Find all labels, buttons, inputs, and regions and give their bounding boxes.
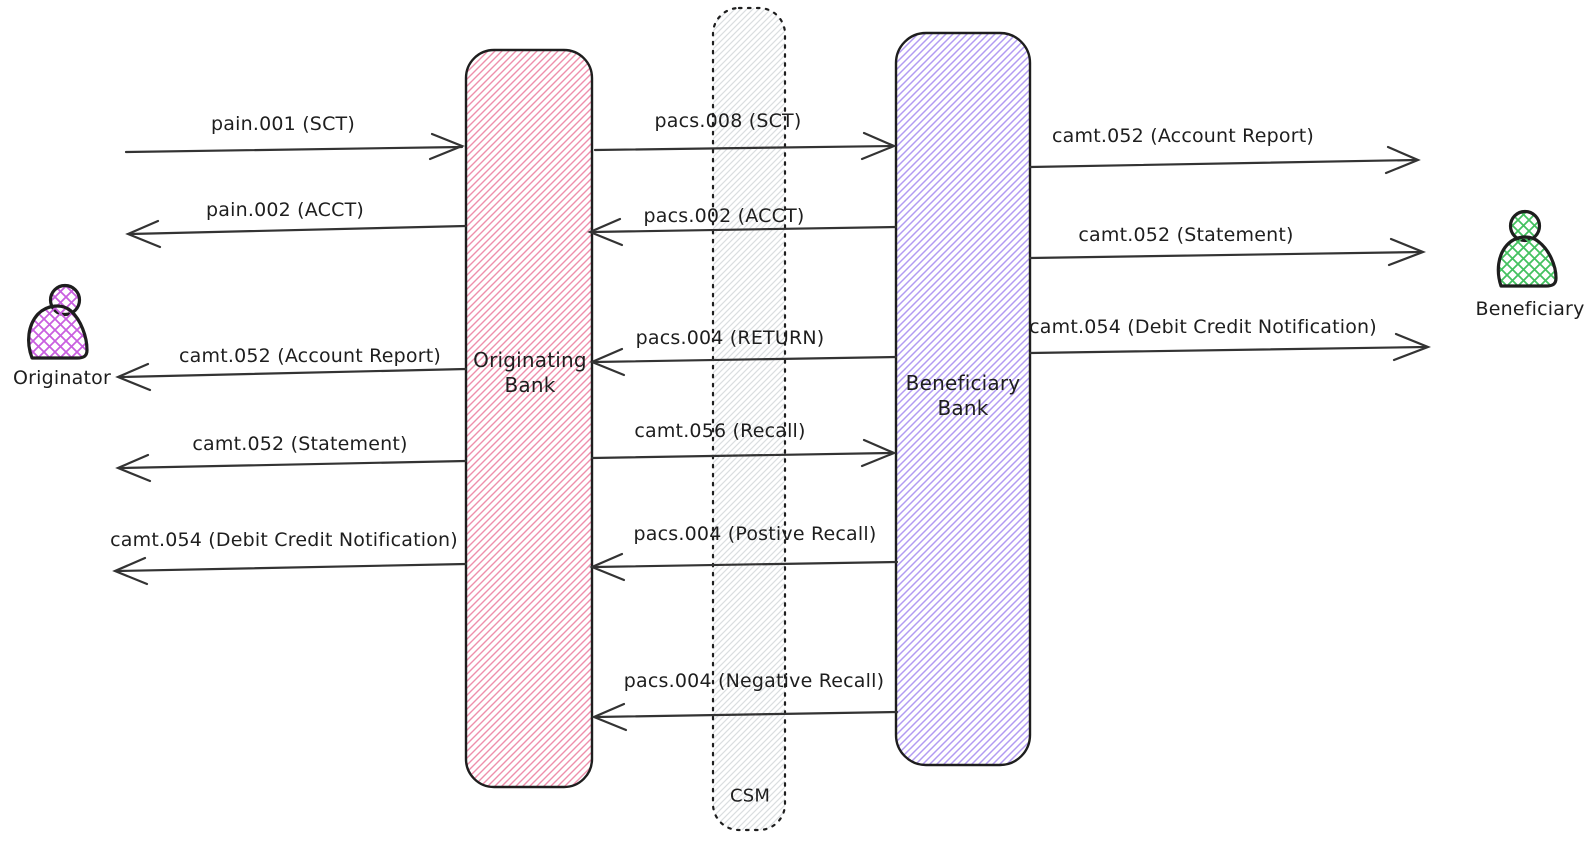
message-label-pacs-004-postive-recall: pacs.004 (Postive Recall) [633, 523, 877, 545]
arrow-pacs-008-sct [593, 131, 897, 161]
message-label-camt-052-statement-left: camt.052 (Statement) [192, 433, 408, 455]
arrow-pain-001-sct [124, 132, 465, 161]
arrow-camt-052-account-report-to-originator [115, 362, 468, 392]
message-label-camt-052-statement-right: camt.052 (Statement) [1078, 224, 1294, 246]
message-label-camt-052-account-report-right: camt.052 (Account Report) [1052, 125, 1314, 147]
arrow-pacs-004-negative-recall [591, 702, 899, 732]
message-label-pain-001: pain.001 (SCT) [211, 113, 355, 135]
arrow-camt-052-statement-to-beneficiary [1028, 237, 1426, 267]
message-label-camt-054-right: camt.054 (Debit Credit Notification) [1029, 316, 1377, 338]
message-label-pacs-004-negative-recall: pacs.004 (Negative Recall) [623, 670, 885, 692]
arrow-pacs-002-acct [587, 217, 898, 247]
message-label-camt-054-left: camt.054 (Debit Credit Notification) [110, 529, 458, 551]
beneficiary-label: Beneficiary [1475, 298, 1585, 320]
message-label-pacs-004-return: pacs.004 (RETURN) [635, 327, 825, 349]
arrow-camt-052-account-report-to-beneficiary [1028, 145, 1421, 175]
csm-label: CSM [729, 785, 771, 807]
arrow-camt-052-statement-to-originator [115, 453, 468, 483]
originating-bank-lane [464, 48, 594, 789]
arrow-pain-002-acct [125, 219, 468, 249]
csm-lane [711, 6, 787, 832]
arrow-camt-054-to-originator [112, 556, 468, 586]
beneficiary-bank-label: Beneficiary Bank [905, 371, 1021, 420]
originator-label: Originator [13, 367, 111, 389]
arrow-pacs-004-postive-recall [589, 552, 899, 582]
message-label-pacs-008: pacs.008 (SCT) [654, 110, 802, 132]
arrow-camt-056-recall [590, 438, 897, 468]
message-label-pacs-002: pacs.002 (ACCT) [643, 205, 805, 227]
originator-person-icon [27, 283, 89, 360]
message-label-pain-002: pain.002 (ACCT) [206, 199, 364, 221]
beneficiary-person-icon [1496, 209, 1558, 288]
beneficiary-bank-lane [894, 31, 1032, 767]
message-label-camt-056-recall: camt.056 (Recall) [634, 420, 806, 442]
arrow-pacs-004-return [589, 347, 898, 377]
message-label-camt-052-account-report-left: camt.052 (Account Report) [179, 345, 441, 367]
arrow-camt-054-to-beneficiary [1028, 332, 1431, 362]
originating-bank-label: Originating Bank [473, 348, 587, 397]
